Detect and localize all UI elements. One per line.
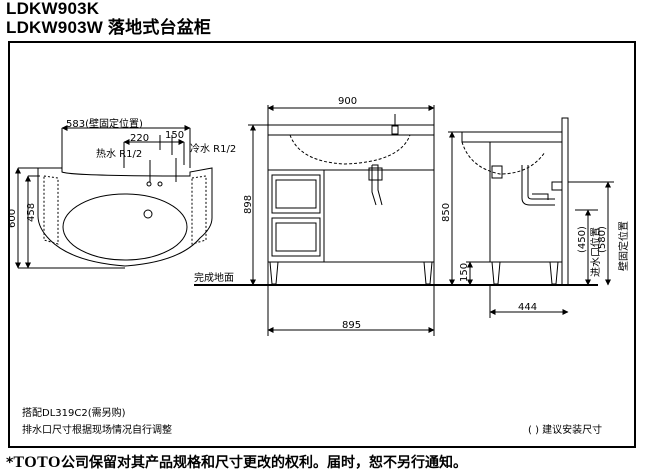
dim-580-label: (580): [597, 226, 608, 253]
side-view-labels: 850 150 444 (450) 进水口位置 (580) 壁固定位置: [441, 203, 630, 313]
note-line-1: 搭配DL319C2(需另购): [22, 408, 126, 419]
top-view: [15, 125, 213, 269]
front-basin-dash: [289, 134, 411, 165]
side-basin: [461, 141, 546, 175]
faucet-hole-hot: [146, 181, 152, 187]
dim-450-label: (450): [577, 226, 588, 253]
faucet-hole-cold: [157, 181, 163, 187]
footer-disclaimer: *TOTO公司保留对其产品规格和尺寸更改的权利。届时，恕不另行通知。: [6, 452, 467, 472]
front-view-labels: 900 898 895 完成地面: [194, 96, 361, 331]
dim-458-label: 458: [26, 203, 37, 222]
legend-note: ( ) 建议安装尺寸: [528, 425, 603, 436]
side-view: [448, 117, 614, 318]
dim-150-side-label: 150: [459, 263, 470, 282]
dim-850-label: 850: [441, 203, 452, 222]
dim-150-label: 150: [165, 130, 184, 141]
cabinet-body: [267, 134, 435, 263]
dim-895-label: 895: [342, 320, 361, 331]
drain-hole: [143, 209, 153, 219]
floor-label: 完成地面: [194, 271, 234, 284]
dim-444-label: 444: [518, 302, 537, 313]
brand-logo: TOTO: [13, 454, 61, 471]
inlet-position-label: 进水口位置: [589, 227, 602, 277]
wall-plate: [561, 117, 569, 286]
hot-water-label: 热水 R1/2: [96, 147, 142, 160]
front-leg-left: [269, 261, 279, 285]
side-trap: [521, 165, 555, 206]
dim-898-label: 898: [243, 195, 254, 214]
side-countertop: [461, 131, 563, 143]
dim-583-label: 583(壁固定位置): [66, 117, 143, 130]
front-leg-right: [423, 261, 433, 285]
dim-600-label: 600: [7, 209, 18, 228]
side-leg-left: [491, 261, 501, 285]
top-view-labels: 583(壁固定位置) 220 150 热水 R1/2 冷水 R1/2 600 4…: [7, 117, 236, 228]
side-leg-right: [549, 261, 559, 285]
footer-text: 公司保留对其产品规格和尺寸更改的权利。届时，恕不另行通知。: [60, 455, 467, 471]
countertop: [267, 124, 435, 136]
note-line-2: 排水口尺寸根据现场情况自行调整: [22, 425, 172, 436]
drawing-frame: [8, 41, 636, 448]
model-title-1: LDKW903K: [6, 0, 100, 18]
drawer-bottom: [271, 217, 321, 257]
model-title-2: LDKW903W 落地式台盆柜: [6, 18, 212, 37]
drain-pipe: [371, 164, 383, 206]
dim-220-label: 220: [130, 133, 149, 144]
drawer-top: [271, 174, 321, 214]
footer-star: *: [6, 455, 14, 471]
side-cabinet: [489, 141, 563, 263]
basin-bowl: [62, 193, 188, 261]
basin-top-outline: [37, 167, 213, 267]
dim-900-label: 900: [338, 96, 357, 107]
wall-fix-label: 壁固定位置: [617, 221, 630, 271]
basin-inner-dash: [43, 175, 59, 245]
cold-water-label: 冷水 R1/2: [190, 142, 236, 155]
front-view: [194, 105, 598, 336]
